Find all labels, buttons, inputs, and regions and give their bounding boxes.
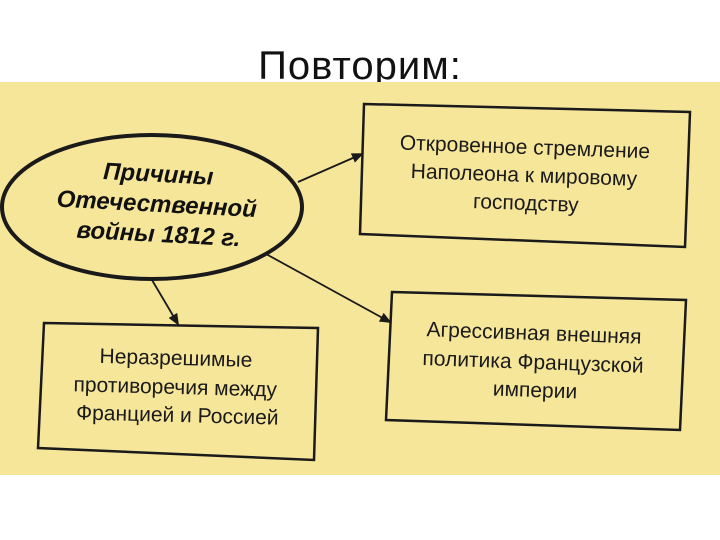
center-causes-text: Причины Отечественной войны 1812 г. <box>54 156 265 254</box>
box-irreconcilable-contradictions-text: Неразрешимые противоречия между Францией… <box>72 344 283 429</box>
box-aggressive-policy-text: Агрессивная внешняя политика Французской… <box>421 318 651 406</box>
center-causes: Причины Отечественной войны 1812 г. <box>0 133 304 281</box>
slide-title: Повторим: <box>258 44 462 88</box>
box-napoleon-ambition: Откровенное стремление Наполеона к миров… <box>358 102 692 249</box>
arrow-to-aggressive-policy <box>265 253 392 323</box>
arrow-to-contradictions <box>151 279 180 326</box>
box-frame <box>384 290 688 432</box>
box-frame <box>36 321 320 462</box>
causes-diagram: Откровенное стремление Наполеона к миров… <box>0 102 692 462</box>
box-irreconcilable-contradictions: Неразрешимые противоречия между Францией… <box>36 321 320 462</box>
box-napoleon-ambition-text: Откровенное стремление Наполеона к миров… <box>397 132 656 220</box>
box-frame <box>358 102 692 249</box>
center-ellipse <box>0 133 304 281</box>
box-aggressive-policy: Агрессивная внешняя политика Французской… <box>384 290 688 432</box>
arrow-to-napoleon-ambition <box>297 153 364 183</box>
